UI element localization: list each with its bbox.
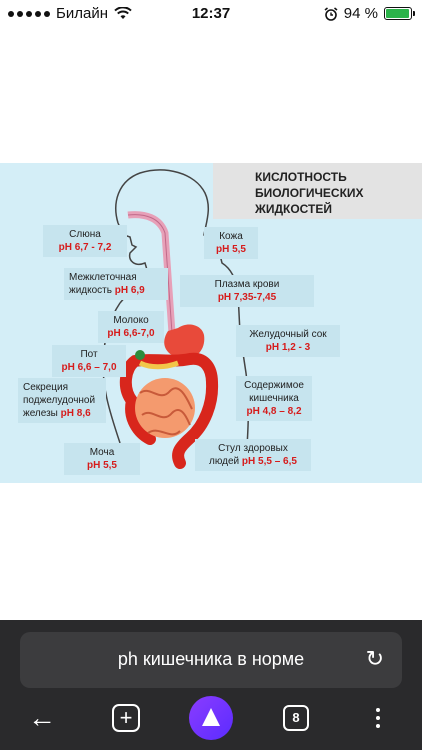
tabs-count: 8: [283, 705, 309, 731]
back-button[interactable]: ←: [20, 696, 64, 740]
new-tab-button[interactable]: +: [108, 696, 144, 740]
battery-icon: [384, 7, 415, 20]
figure-title-line-2: БИОЛОГИЧЕСКИХ: [255, 186, 364, 200]
toolbar-buttons: ← + 8: [0, 696, 422, 740]
figure-title-line-3: ЖИДКОСТЕЙ: [255, 202, 333, 216]
plus-icon: +: [112, 704, 140, 732]
wifi-icon: [114, 7, 132, 19]
figure-title-line-1: КИСЛОТНОСТЬ: [255, 170, 347, 184]
browser-toolbar: ph кишечника в норме ↻ ← + 8: [0, 620, 422, 750]
label-sweat: Пот pH 6,6 – 7,0: [52, 345, 126, 377]
menu-button[interactable]: [366, 696, 390, 740]
carrier-name: Билайн: [56, 5, 108, 22]
status-bar: Билайн 12:37 94 %: [0, 0, 422, 28]
status-right: 94 %: [324, 5, 415, 22]
alice-assistant-button[interactable]: [188, 696, 234, 740]
search-query[interactable]: ph кишечника в норме: [117, 649, 305, 669]
search-bar[interactable]: ph кишечника в норме ↻: [20, 632, 402, 688]
infographic-image: КИСЛОТНОСТЬ БИОЛОГИЧЕСКИХ ЖИДКОСТЕЙ Слюн…: [0, 163, 422, 483]
reload-icon[interactable]: ↻: [365, 646, 384, 671]
label-gastric: Желудочный сок pH 1,2 - 3: [236, 325, 340, 357]
label-saliva: Слюна pH 6,7 - 7,2: [43, 225, 127, 257]
alarm-icon: [324, 6, 338, 21]
label-skin: Кожа pH 5,5: [204, 227, 258, 259]
label-interstitial: Межклеточная жидкость pH 6,9: [64, 268, 168, 300]
label-pancreas: Секреция поджелудочной железы pH 8,6: [18, 378, 106, 423]
battery-fill: [386, 9, 409, 18]
clock: 12:37: [191, 5, 231, 22]
label-stool: Стул здоровых людей pH 5,5 – 6,5: [195, 439, 311, 471]
more-vertical-icon: [376, 708, 380, 728]
status-left: Билайн: [8, 5, 132, 22]
label-urine: Моча pH 5,5: [64, 443, 140, 475]
back-arrow-icon: ←: [28, 702, 56, 733]
label-intestine: Содержимое кишечника pH 4,8 – 8,2: [236, 376, 312, 421]
label-milk: Молоко pH 6,6-7,0: [98, 311, 164, 343]
figure-title: КИСЛОТНОСТЬ БИОЛОГИЧЕСКИХ ЖИДКОСТЕЙ: [213, 163, 422, 219]
label-plasma: Плазма крови pH 7,35-7,45: [180, 275, 314, 307]
tabs-button[interactable]: 8: [281, 696, 311, 740]
signal-icon: [8, 10, 50, 17]
battery-percent: 94 %: [343, 5, 378, 22]
alice-icon: [189, 696, 233, 740]
